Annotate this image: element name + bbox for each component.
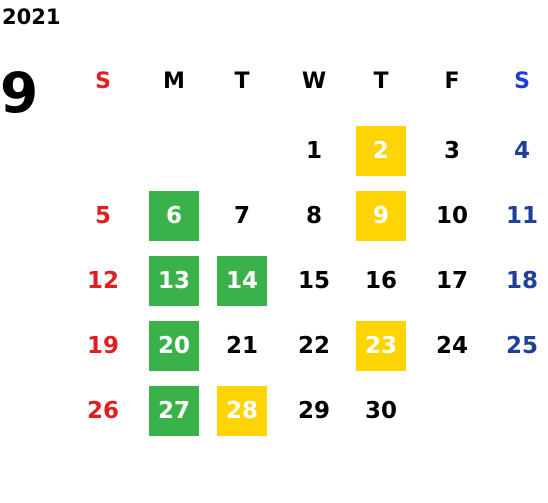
month-number: 9: [0, 61, 39, 125]
day-cell-8[interactable]: 8: [305, 203, 322, 229]
day-cell-17[interactable]: 17: [435, 268, 468, 294]
weekday-header-mon: M: [163, 69, 185, 94]
day-cell-21[interactable]: 21: [225, 333, 258, 359]
day-cell-29[interactable]: 29: [297, 398, 330, 424]
day-cell-13[interactable]: 13: [149, 256, 199, 306]
year-label: 2021: [2, 5, 61, 29]
day-cell-26[interactable]: 26: [86, 398, 119, 424]
day-cell-28[interactable]: 28: [217, 386, 267, 436]
day-cell-25[interactable]: 25: [505, 333, 538, 359]
weekday-header-thu: T: [373, 69, 389, 94]
day-cell-16[interactable]: 16: [364, 268, 397, 294]
weekday-header-fri: F: [444, 69, 460, 94]
day-cell-18[interactable]: 18: [505, 268, 538, 294]
weekday-header-sun: S: [95, 69, 111, 94]
day-cell-10[interactable]: 10: [435, 203, 468, 229]
day-cell-30[interactable]: 30: [364, 398, 397, 424]
day-cell-2[interactable]: 2: [356, 126, 406, 176]
day-cell-1[interactable]: 1: [305, 138, 322, 164]
day-cell-5[interactable]: 5: [94, 203, 111, 229]
day-cell-11[interactable]: 11: [505, 203, 538, 229]
day-cell-23[interactable]: 23: [356, 321, 406, 371]
weekday-header-tue: T: [234, 69, 250, 94]
day-cell-15[interactable]: 15: [297, 268, 330, 294]
day-cell-9[interactable]: 9: [356, 191, 406, 241]
day-cell-4[interactable]: 4: [513, 138, 530, 164]
day-cell-20[interactable]: 20: [149, 321, 199, 371]
day-cell-27[interactable]: 27: [149, 386, 199, 436]
day-cell-3[interactable]: 3: [443, 138, 460, 164]
day-cell-12[interactable]: 12: [86, 268, 119, 294]
day-cell-6[interactable]: 6: [149, 191, 199, 241]
day-cell-7[interactable]: 7: [233, 203, 250, 229]
day-cell-14[interactable]: 14: [217, 256, 267, 306]
day-cell-22[interactable]: 22: [297, 333, 330, 359]
weekday-header-wed: W: [301, 69, 327, 94]
weekday-header-sat: S: [514, 69, 530, 94]
day-cell-19[interactable]: 19: [86, 333, 119, 359]
day-cell-24[interactable]: 24: [435, 333, 468, 359]
